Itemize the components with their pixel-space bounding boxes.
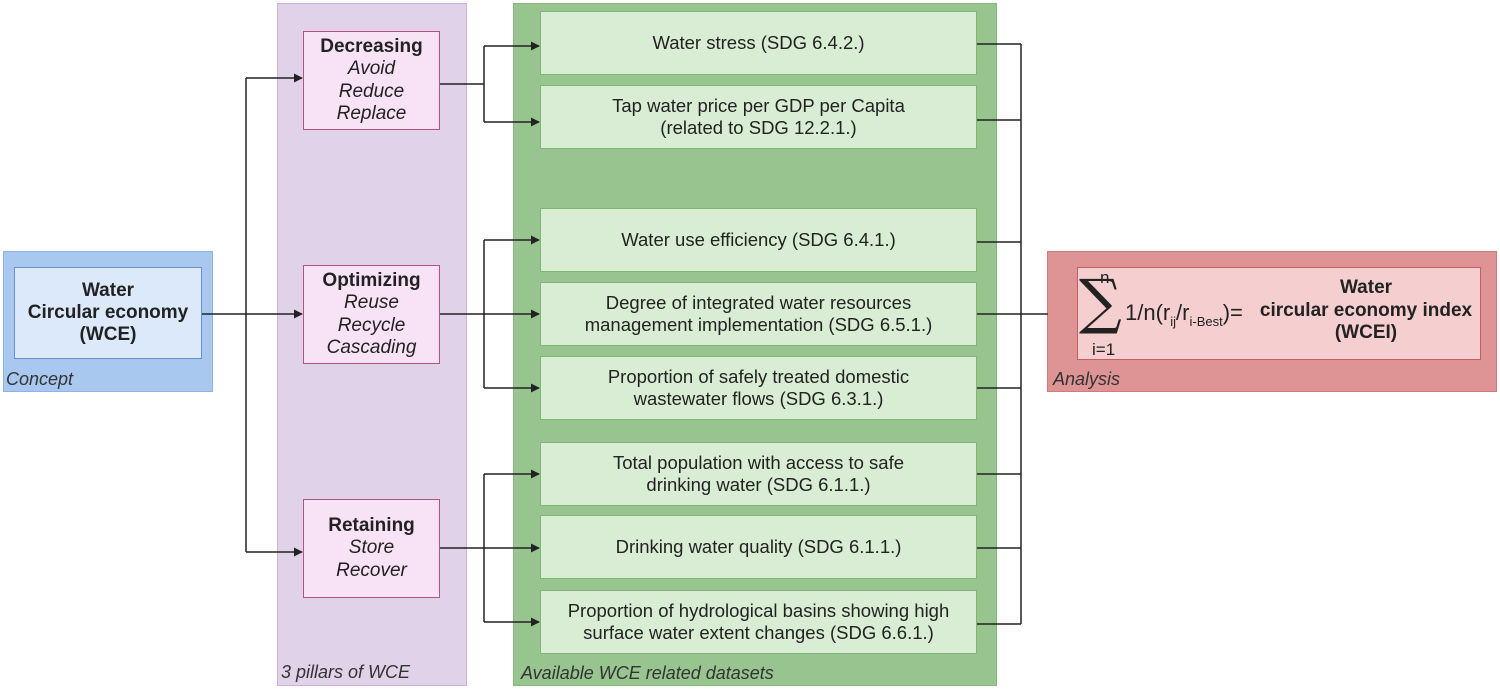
wcei-line: circular economy index bbox=[1259, 299, 1473, 321]
formula-sub-ij: ij bbox=[1170, 314, 1177, 329]
dataset-line: Water stress (SDG 6.4.2.) bbox=[652, 31, 865, 53]
dataset-line: Proportion of safely treated domestic bbox=[607, 365, 910, 387]
pillar-optimizing-line: Cascading bbox=[326, 337, 417, 358]
formula-sub-best: i-Best bbox=[1189, 314, 1223, 329]
pillar-retaining-line: Recover bbox=[336, 559, 407, 581]
concept-title-line3: (WCE) bbox=[79, 324, 137, 345]
dataset-water-stress: Water stress (SDG 6.4.2.) bbox=[540, 11, 977, 75]
dataset-iwrm: Degree of integrated water resources man… bbox=[540, 282, 977, 346]
pillar-decreasing-line: Replace bbox=[336, 103, 407, 124]
dataset-line: Proportion of hydrological basins showin… bbox=[567, 599, 950, 621]
pillar-optimizing-line: Recycle bbox=[337, 314, 406, 336]
dataset-wastewater: Proportion of safely treated domestic wa… bbox=[540, 356, 977, 420]
concept-label: Concept bbox=[6, 369, 74, 389]
concept-box: Water Circular economy (WCE) bbox=[14, 267, 202, 359]
sum-lower-limit: i=1 bbox=[1092, 340, 1116, 359]
pillar-retaining: Retaining Store Recover bbox=[303, 499, 440, 598]
dataset-line: surface water extent changes (SDG 6.6.1.… bbox=[583, 622, 934, 643]
dataset-tap-water-price: Tap water price per GDP per Capita (rela… bbox=[540, 85, 977, 149]
concept-title-line1: Water bbox=[81, 280, 135, 301]
wcei-line: Water bbox=[1339, 277, 1393, 298]
dataset-line: (related to SDG 12.2.1.) bbox=[660, 117, 857, 138]
dataset-drinking-water-quality: Drinking water quality (SDG 6.1.1.) bbox=[540, 515, 977, 579]
pillar-retaining-title: Retaining bbox=[328, 514, 415, 536]
pillar-optimizing: Optimizing Reuse Recycle Cascading bbox=[303, 265, 440, 364]
concept-title-line2: Circular economy bbox=[27, 302, 189, 323]
analysis-label: Analysis bbox=[1053, 369, 1121, 389]
wcei-result: Water circular economy index (WCEI) bbox=[1253, 277, 1479, 345]
dataset-line: Drinking water quality (SDG 6.1.1.) bbox=[615, 535, 902, 557]
dataset-line: Total population with access to safe bbox=[612, 451, 905, 473]
formula: 1/n(rij/ri-Best)= bbox=[1125, 300, 1243, 329]
analysis-box bbox=[1077, 267, 1481, 360]
datasets-label: Available WCE related datasets bbox=[521, 663, 774, 683]
dataset-line: management implementation (SDG 6.5.1.) bbox=[584, 314, 933, 335]
dataset-drinking-water-access: Total population with access to safe dri… bbox=[540, 442, 977, 506]
pillar-optimizing-title: Optimizing bbox=[322, 269, 421, 291]
dataset-line: drinking water (SDG 6.1.1.) bbox=[646, 474, 871, 495]
dataset-line: wastewater flows (SDG 6.3.1.) bbox=[633, 388, 884, 409]
sigma-symbol: ∑ bbox=[1079, 267, 1122, 337]
formula-mid: /r bbox=[1176, 300, 1190, 325]
dataset-water-use-efficiency: Water use efficiency (SDG 6.4.1.) bbox=[540, 208, 977, 272]
dataset-line: Degree of integrated water resources bbox=[605, 291, 912, 313]
pillar-decreasing-line: Reduce bbox=[338, 80, 405, 102]
pillar-decreasing-title: Decreasing bbox=[320, 35, 423, 57]
pillar-decreasing-line: Avoid bbox=[347, 58, 396, 79]
dataset-line: Tap water price per GDP per Capita bbox=[612, 94, 905, 116]
pillar-retaining-line: Store bbox=[348, 537, 395, 559]
pillars-label: 3 pillars of WCE bbox=[281, 662, 411, 682]
pillar-optimizing-line: Reuse bbox=[344, 292, 399, 313]
wcei-line: (WCEI) bbox=[1334, 322, 1398, 343]
formula-main: 1/n(r bbox=[1125, 300, 1171, 325]
sum-upper-limit: n bbox=[1100, 268, 1110, 287]
pillar-decreasing: Decreasing Avoid Reduce Replace bbox=[303, 31, 440, 130]
formula-end: )= bbox=[1222, 300, 1243, 325]
dataset-line: Water use efficiency (SDG 6.4.1.) bbox=[621, 228, 896, 250]
dataset-hydrological-basins: Proportion of hydrological basins showin… bbox=[540, 590, 977, 654]
